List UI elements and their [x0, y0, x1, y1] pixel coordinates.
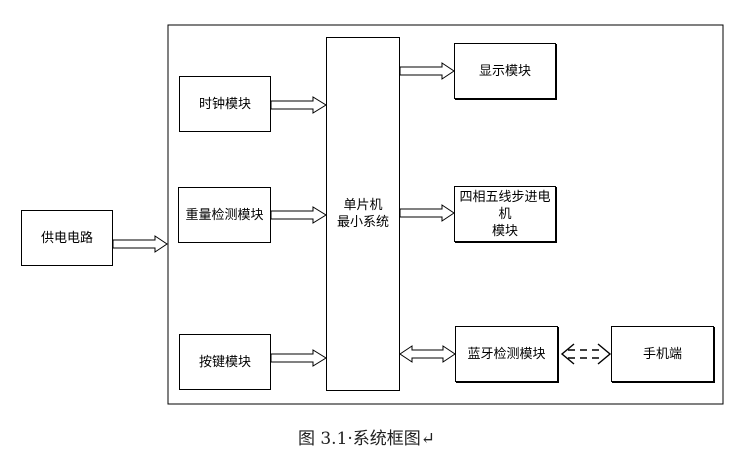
- system-frame: [167, 24, 724, 405]
- power-supply-block: 供电电路: [21, 210, 113, 266]
- display-module-label: 显示模块: [478, 63, 531, 79]
- arrow-mcu-to-motor: [399, 204, 455, 222]
- weight-detection-label: 重量检测模块: [185, 207, 264, 223]
- mcu-minimum-system-block: 单片机 最小系统: [326, 37, 400, 391]
- arrow-clock-to-mcu: [270, 96, 327, 114]
- stepper-motor-module-block: 四相五线步进电机 模块: [454, 186, 556, 242]
- bluetooth-detection-block: 蓝牙检测模块: [455, 326, 558, 382]
- clock-module-label: 时钟模块: [198, 96, 251, 112]
- arrow-power-to-system: [112, 235, 168, 253]
- phone-terminal-block: 手机端: [611, 326, 714, 382]
- figure-caption: 图 3.1·系统框图↵: [297, 429, 436, 449]
- mcu-minimum-system-label: 单片机 最小系统: [336, 198, 389, 230]
- keys-module-label: 按键模块: [198, 354, 251, 370]
- phone-terminal-label: 手机端: [642, 346, 682, 362]
- power-supply-label: 供电电路: [40, 230, 93, 246]
- clock-module-block: 时钟模块: [179, 76, 271, 132]
- dashed-link-bluetooth-phone: [560, 343, 612, 365]
- arrow-keys-to-mcu: [270, 349, 327, 367]
- arrow-weight-to-mcu: [270, 206, 327, 224]
- weight-detection-block: 重量检测模块: [178, 187, 271, 243]
- display-module-block: 显示模块: [454, 43, 556, 99]
- stepper-motor-module-label: 四相五线步进电机 模块: [459, 189, 551, 239]
- arrow-mcu-to-display: [399, 62, 455, 80]
- keys-module-block: 按键模块: [179, 334, 271, 390]
- bluetooth-detection-label: 蓝牙检测模块: [467, 346, 546, 362]
- arrow-mcu-bluetooth-bidirectional: [399, 345, 456, 363]
